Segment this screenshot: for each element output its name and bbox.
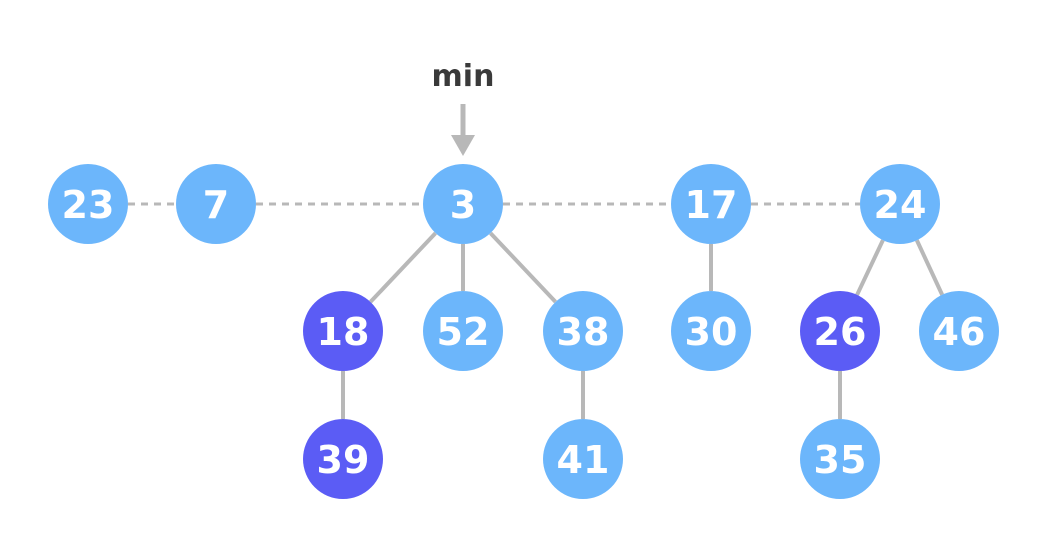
min-arrow-head (451, 135, 475, 156)
node-circle (423, 291, 503, 371)
node-label: 3 (450, 183, 476, 227)
node-26: 26 (800, 291, 880, 371)
node-30: 30 (671, 291, 751, 371)
marked-node-circle (800, 291, 880, 371)
node-label: 24 (874, 183, 927, 227)
node-3: 3 (423, 164, 503, 244)
node-label: 39 (317, 438, 370, 482)
node-label: 17 (685, 183, 738, 227)
node-35: 35 (800, 419, 880, 499)
node-label: 30 (685, 310, 738, 354)
node-label: 18 (317, 310, 370, 354)
node-23: 23 (48, 164, 128, 244)
node-52: 52 (423, 291, 503, 371)
node-circle (919, 291, 999, 371)
node-circle (48, 164, 128, 244)
node-circle (423, 164, 503, 244)
node-label: 38 (557, 310, 610, 354)
node-label: 46 (933, 310, 986, 354)
marked-node-circle (303, 419, 383, 499)
node-circle (543, 291, 623, 371)
min-pointer: min (432, 59, 495, 156)
edge-3-38 (489, 231, 557, 304)
node-circle (543, 419, 623, 499)
tree-edges (341, 231, 944, 419)
node-7: 7 (176, 164, 256, 244)
node-38: 38 (543, 291, 623, 371)
node-17: 17 (671, 164, 751, 244)
node-label: 7 (203, 183, 229, 227)
node-circle (860, 164, 940, 244)
heap-nodes: 23 7 3 17 24 18 52 38 30 26 46 39 41 35 (48, 164, 999, 499)
edge-3-18 (369, 231, 437, 304)
node-label: 52 (437, 310, 490, 354)
node-24: 24 (860, 164, 940, 244)
node-circle (800, 419, 880, 499)
node-circle (176, 164, 256, 244)
edge-24-26 (855, 239, 885, 296)
edge-24-46 (915, 239, 944, 296)
node-46: 46 (919, 291, 999, 371)
node-41: 41 (543, 419, 623, 499)
min-label: min (432, 59, 495, 94)
node-circle (671, 291, 751, 371)
node-label: 23 (62, 183, 115, 227)
node-label: 35 (814, 438, 867, 482)
node-label: 26 (814, 310, 867, 354)
marked-node-circle (303, 291, 383, 371)
node-18: 18 (303, 291, 383, 371)
node-label: 41 (557, 438, 610, 482)
node-circle (671, 164, 751, 244)
node-39: 39 (303, 419, 383, 499)
